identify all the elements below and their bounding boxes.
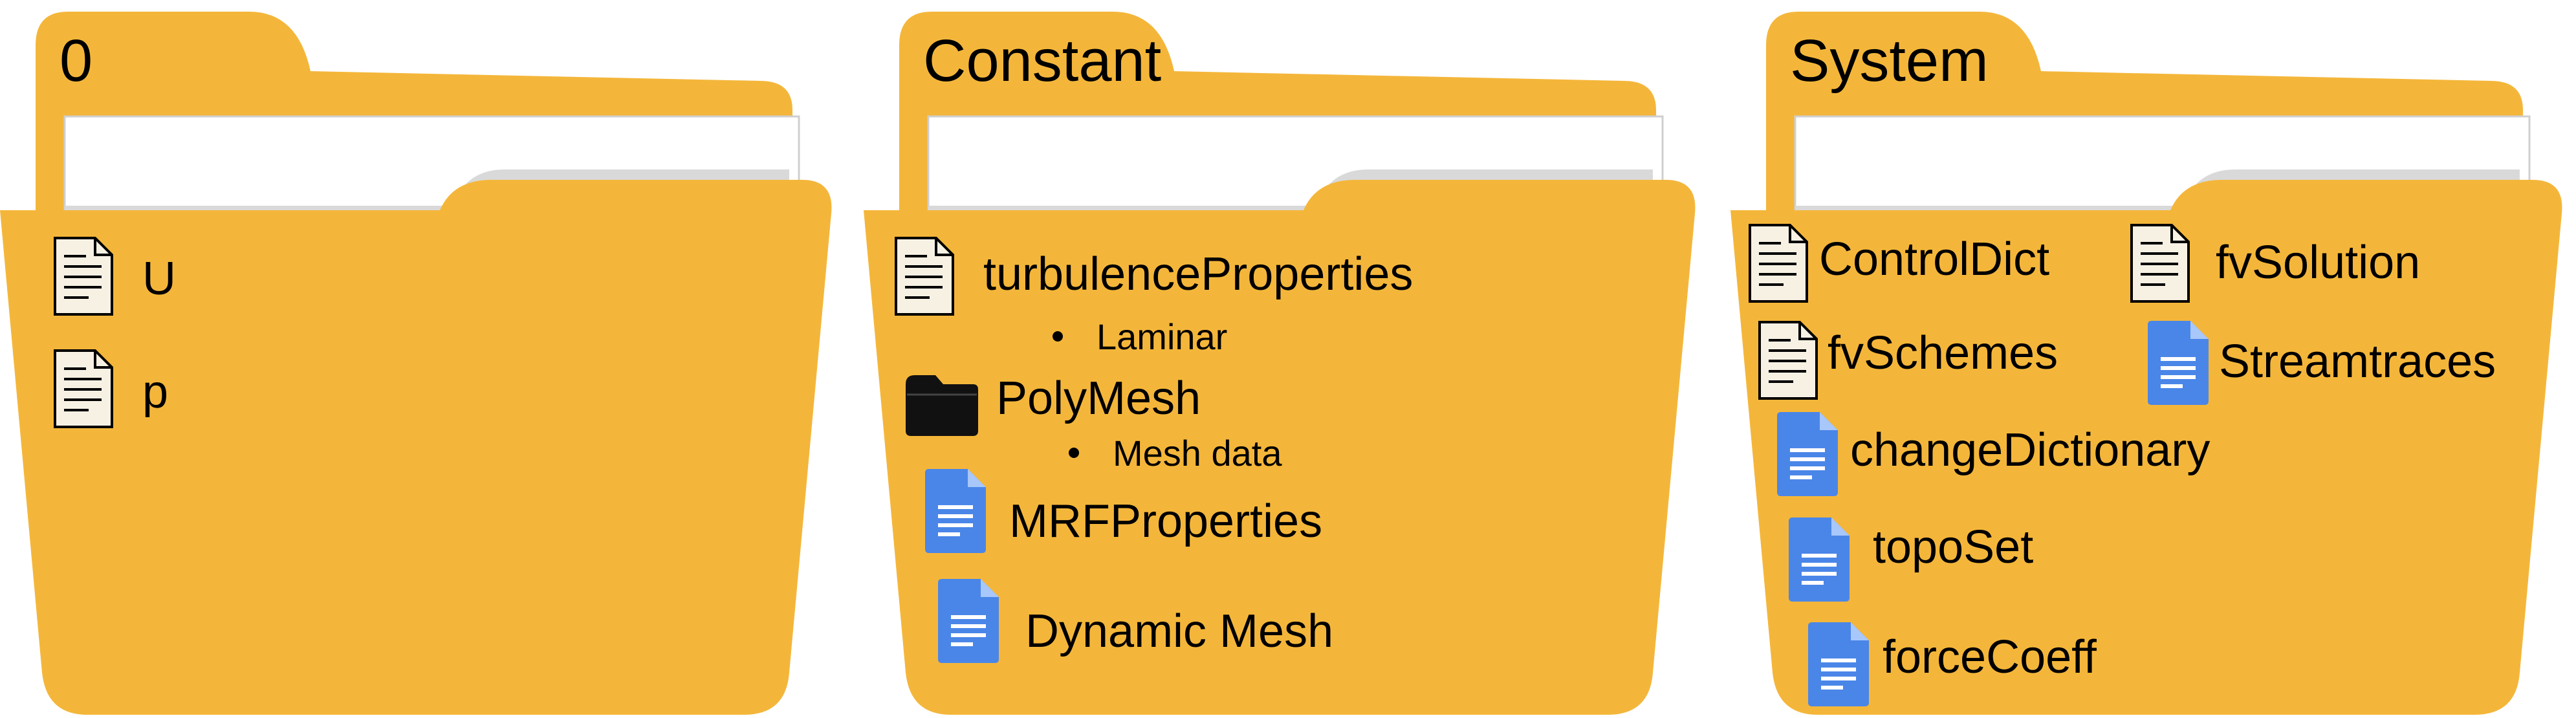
google-doc-icon (2148, 321, 2209, 405)
folder-item[interactable]: Dynamic Mesh (938, 579, 1333, 663)
folder-title: 0 (60, 28, 93, 94)
item-label: PolyMesh (996, 373, 1201, 424)
folder-title: System (1790, 28, 1989, 94)
folder-constant[interactable]: Constant turbulencePropertiesLaminarPolyM… (864, 12, 1696, 715)
item-label: fvSolution (2216, 237, 2420, 288)
document-outline-icon (2130, 224, 2190, 303)
folder-front-panel (1730, 180, 2562, 715)
document-outline-icon (54, 349, 113, 428)
folder-0[interactable]: 0Up (0, 12, 832, 715)
folder-item[interactable]: fvSchemes (1758, 321, 2058, 400)
item-label: changeDictionary (1850, 424, 2210, 476)
google-doc-icon (1808, 622, 1869, 706)
folder-item[interactable]: MRFProperties (925, 469, 1322, 553)
item-label: ControlDict (1819, 234, 2049, 285)
item-label: U (142, 253, 176, 305)
folder-item[interactable]: fvSolution (2130, 224, 2420, 303)
bullet-label: Laminar (1097, 316, 1227, 357)
folder-front-panel (0, 180, 832, 715)
bullet-dot (1053, 331, 1063, 342)
item-label: MRFProperties (1009, 495, 1322, 547)
document-outline-icon (895, 237, 954, 316)
folder-item[interactable]: forceCoeff (1808, 622, 2097, 706)
folder-item[interactable]: ControlDict (1749, 224, 2049, 303)
google-doc-icon (1777, 412, 1838, 496)
item-label: forceCoeff (1883, 631, 2097, 683)
bullet-label: Mesh data (1113, 433, 1282, 473)
google-doc-icon (925, 469, 986, 553)
item-label: topoSet (1873, 521, 2033, 573)
folder-item[interactable]: Streamtraces (2148, 321, 2496, 405)
black-folder-icon (906, 375, 978, 436)
folder-item[interactable]: changeDictionary (1777, 412, 2210, 496)
document-outline-icon (54, 237, 113, 316)
item-label: fvSchemes (1828, 327, 2058, 379)
folder-item[interactable]: U (54, 237, 176, 316)
folder-item[interactable]: topoSet (1789, 517, 2033, 602)
google-doc-icon (938, 579, 999, 663)
document-outline-icon (1758, 321, 1818, 400)
item-label: turbulenceProperties (983, 248, 1413, 300)
folder-item[interactable]: p (54, 349, 168, 428)
folder-title: Constant (923, 28, 1161, 94)
item-label: Streamtraces (2219, 336, 2496, 387)
document-outline-icon (1749, 224, 1808, 303)
item-label: Dynamic Mesh (1025, 605, 1333, 657)
folder-front-panel (864, 180, 1696, 715)
bullet-dot (1069, 448, 1079, 458)
google-doc-icon (1789, 517, 1850, 602)
item-label: p (142, 366, 168, 418)
